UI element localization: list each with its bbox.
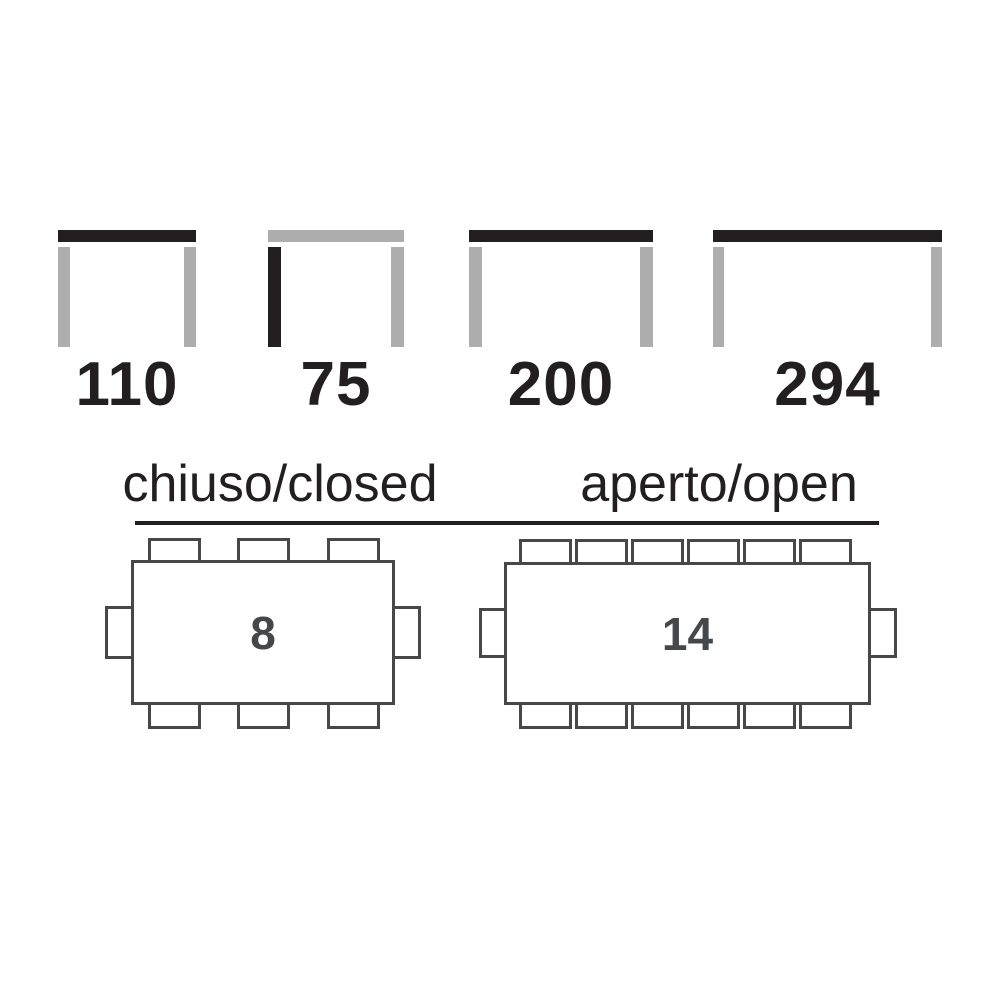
seat-count-label: 14: [661, 607, 714, 660]
table-right-leg-icon: [931, 247, 942, 347]
table-top-bar-icon: [713, 230, 942, 242]
table-left-leg-icon: [713, 247, 724, 347]
closed-table-top-view: 8: [131, 560, 395, 705]
dimension-label: 200: [507, 350, 615, 419]
section-divider-line: [135, 521, 879, 525]
table-dimension-icon-75: 75: [268, 230, 404, 420]
table-right-leg-icon: [640, 247, 653, 347]
table-dimension-icon-294: 294: [713, 230, 942, 420]
closed-section-label: chiuso/closed: [122, 455, 438, 513]
dimension-label: 110: [75, 350, 179, 419]
dimension-label: 75: [300, 350, 372, 419]
seat-count-label: 8: [250, 606, 276, 659]
table-right-leg-icon: [391, 247, 404, 347]
table-top-bar-icon: [268, 230, 404, 242]
table-left-leg-icon: [469, 247, 482, 347]
table-left-leg-icon: [58, 247, 70, 347]
table-dimension-icon-110: 110: [58, 230, 196, 420]
chair-rect: [391, 606, 421, 659]
open-table-top-view: 14: [504, 562, 871, 705]
table-left-leg-icon: [268, 247, 281, 347]
table-top-bar-icon: [469, 230, 653, 242]
dimension-label: 294: [774, 350, 881, 419]
open-section-label: aperto/open: [580, 455, 858, 513]
chair-rect: [867, 608, 897, 658]
table-dimension-icon-200: 200: [469, 230, 653, 420]
table-right-leg-icon: [184, 247, 196, 347]
table-top-bar-icon: [58, 230, 196, 242]
